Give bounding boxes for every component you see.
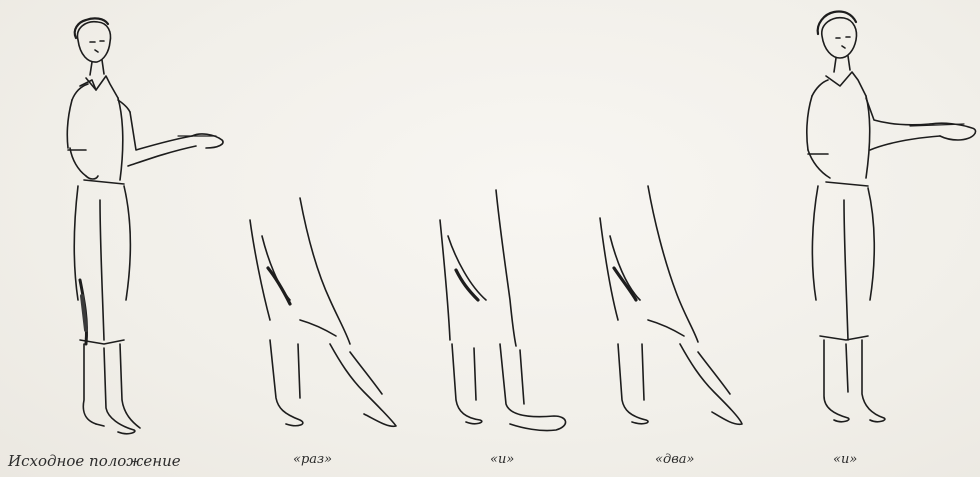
caption-count-3: «два» [655, 452, 694, 467]
count-3-legs [600, 186, 742, 424]
caption-count-4: «и» [833, 452, 857, 467]
caption-count-2: «и» [490, 452, 514, 467]
count-1-legs [250, 198, 396, 426]
caption-count-1: «раз» [293, 452, 332, 467]
start-position-figure [67, 18, 223, 433]
end-position-figure [807, 11, 976, 421]
count-2-legs [440, 190, 566, 431]
caption-start-position: Исходное положение [8, 452, 181, 470]
